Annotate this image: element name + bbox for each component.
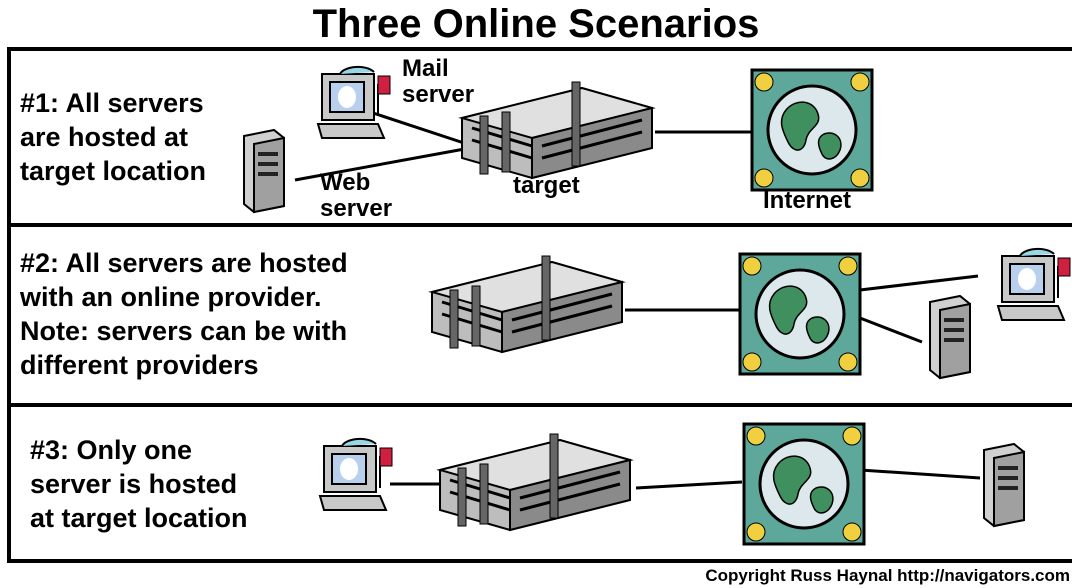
web-server-tower-icon-3 — [983, 443, 1025, 527]
internet-to-web-line-2 — [859, 316, 923, 344]
copyright-text: Copyright Russ Haynal http://navigators.… — [705, 566, 1070, 585]
mail-server-computer-icon — [317, 65, 391, 139]
web-server-tower-icon — [243, 129, 285, 213]
internet-globe-icon-3 — [742, 422, 866, 546]
scenario-3-label: #3: Only one server is hosted at target … — [30, 435, 248, 533]
mail-server-computer-icon-2 — [997, 247, 1071, 321]
target-building-icon-2 — [430, 254, 624, 354]
scenario-2-label: #2: All servers are hosted with an onlin… — [20, 248, 348, 380]
internet-to-web-line-3 — [859, 468, 981, 480]
scenario-1-label: #1: All servers are hosted at target loc… — [20, 88, 207, 186]
mail-server-caption: Mail server — [402, 55, 475, 108]
mail-to-target-line — [369, 110, 471, 147]
internet-globe-icon — [750, 68, 874, 192]
target-caption: target — [513, 172, 580, 199]
internet-globe-icon-2 — [738, 252, 862, 376]
target-building-icon — [460, 80, 654, 180]
mail-server-computer-icon-3 — [319, 437, 393, 511]
internet-to-mail-line-2 — [859, 274, 979, 292]
web-to-target-line — [294, 146, 471, 182]
diagram-title: Three Online Scenarios — [312, 2, 760, 46]
target-to-internet-line-3 — [635, 480, 743, 490]
web-server-tower-icon-2 — [929, 295, 971, 379]
internet-caption: Internet — [763, 187, 852, 214]
target-building-icon-3 — [438, 432, 632, 532]
